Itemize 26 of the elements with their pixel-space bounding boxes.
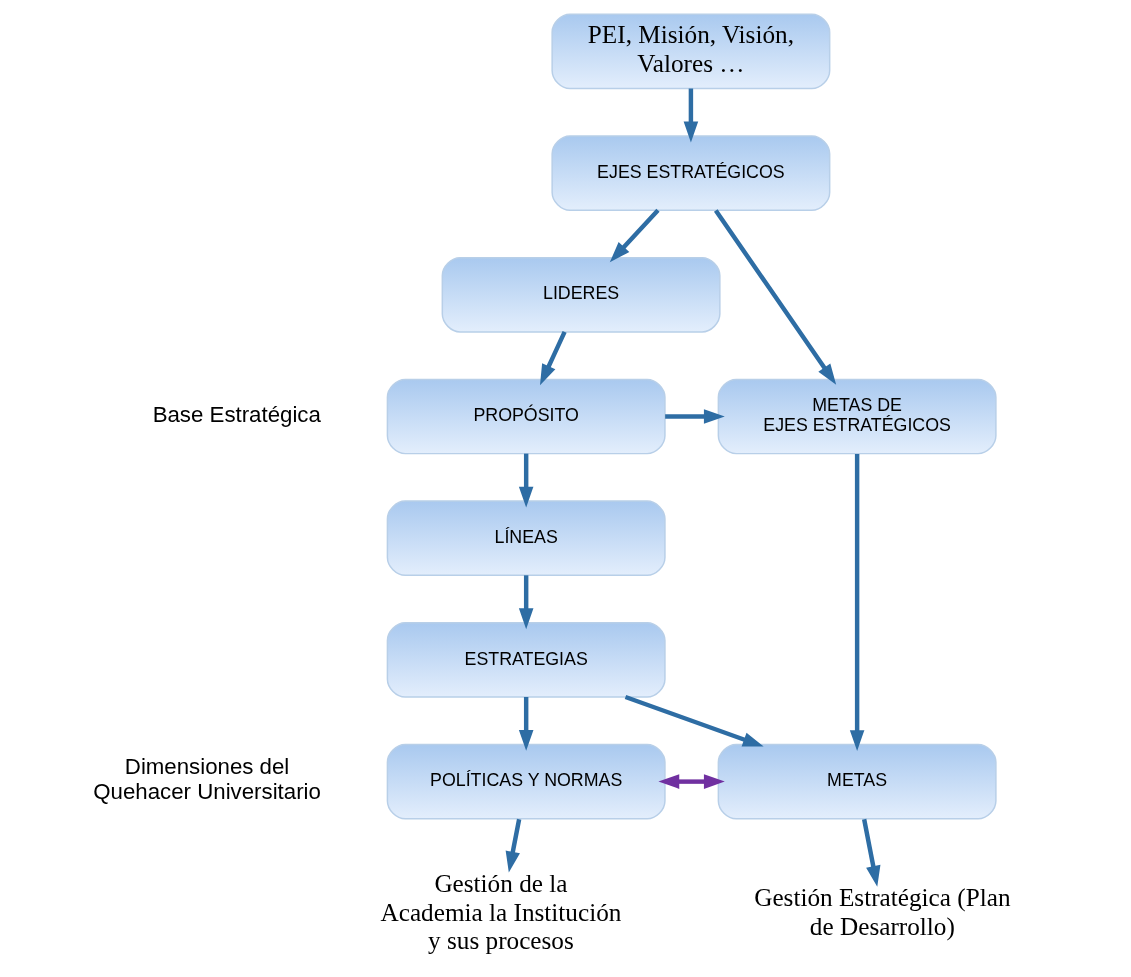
arrow: [683, 88, 699, 143]
label: Base Estratégica: [152, 401, 321, 427]
node-box: PEI, Misión, Visión, Valores …: [551, 13, 831, 90]
node-box: LIDERES: [441, 257, 721, 333]
arrow: [713, 209, 837, 385]
arrow: [518, 453, 534, 508]
node-box: ESTRATEGIAS: [386, 622, 666, 698]
node-box: METAS: [717, 743, 997, 820]
node-box: POLÍTICAS Y NORMAS: [386, 743, 666, 820]
arrow: [540, 331, 567, 386]
arrow: [609, 208, 660, 263]
node-box: PROPÓSITO: [386, 378, 666, 455]
node-text: Gestión de la Academia la Institución y sus procesos: [380, 870, 622, 954]
arrow: [658, 774, 725, 789]
node-box: METAS DE EJES ESTRATÉGICOS: [717, 378, 997, 455]
arrow: [624, 694, 764, 747]
node-box: LÍNEAS: [386, 500, 666, 577]
arrow: [849, 454, 865, 751]
label: Dimensiones del Quehacer Universitario: [93, 754, 321, 805]
arrow: [861, 818, 881, 887]
node-box: EJES ESTRATÉGICOS: [551, 135, 831, 211]
arrow: [518, 697, 534, 751]
node-text: Gestión Estratégica (Plan de Desarrollo): [754, 884, 1011, 940]
arrow: [505, 818, 522, 873]
arrow: [665, 409, 725, 424]
arrow: [518, 575, 534, 630]
